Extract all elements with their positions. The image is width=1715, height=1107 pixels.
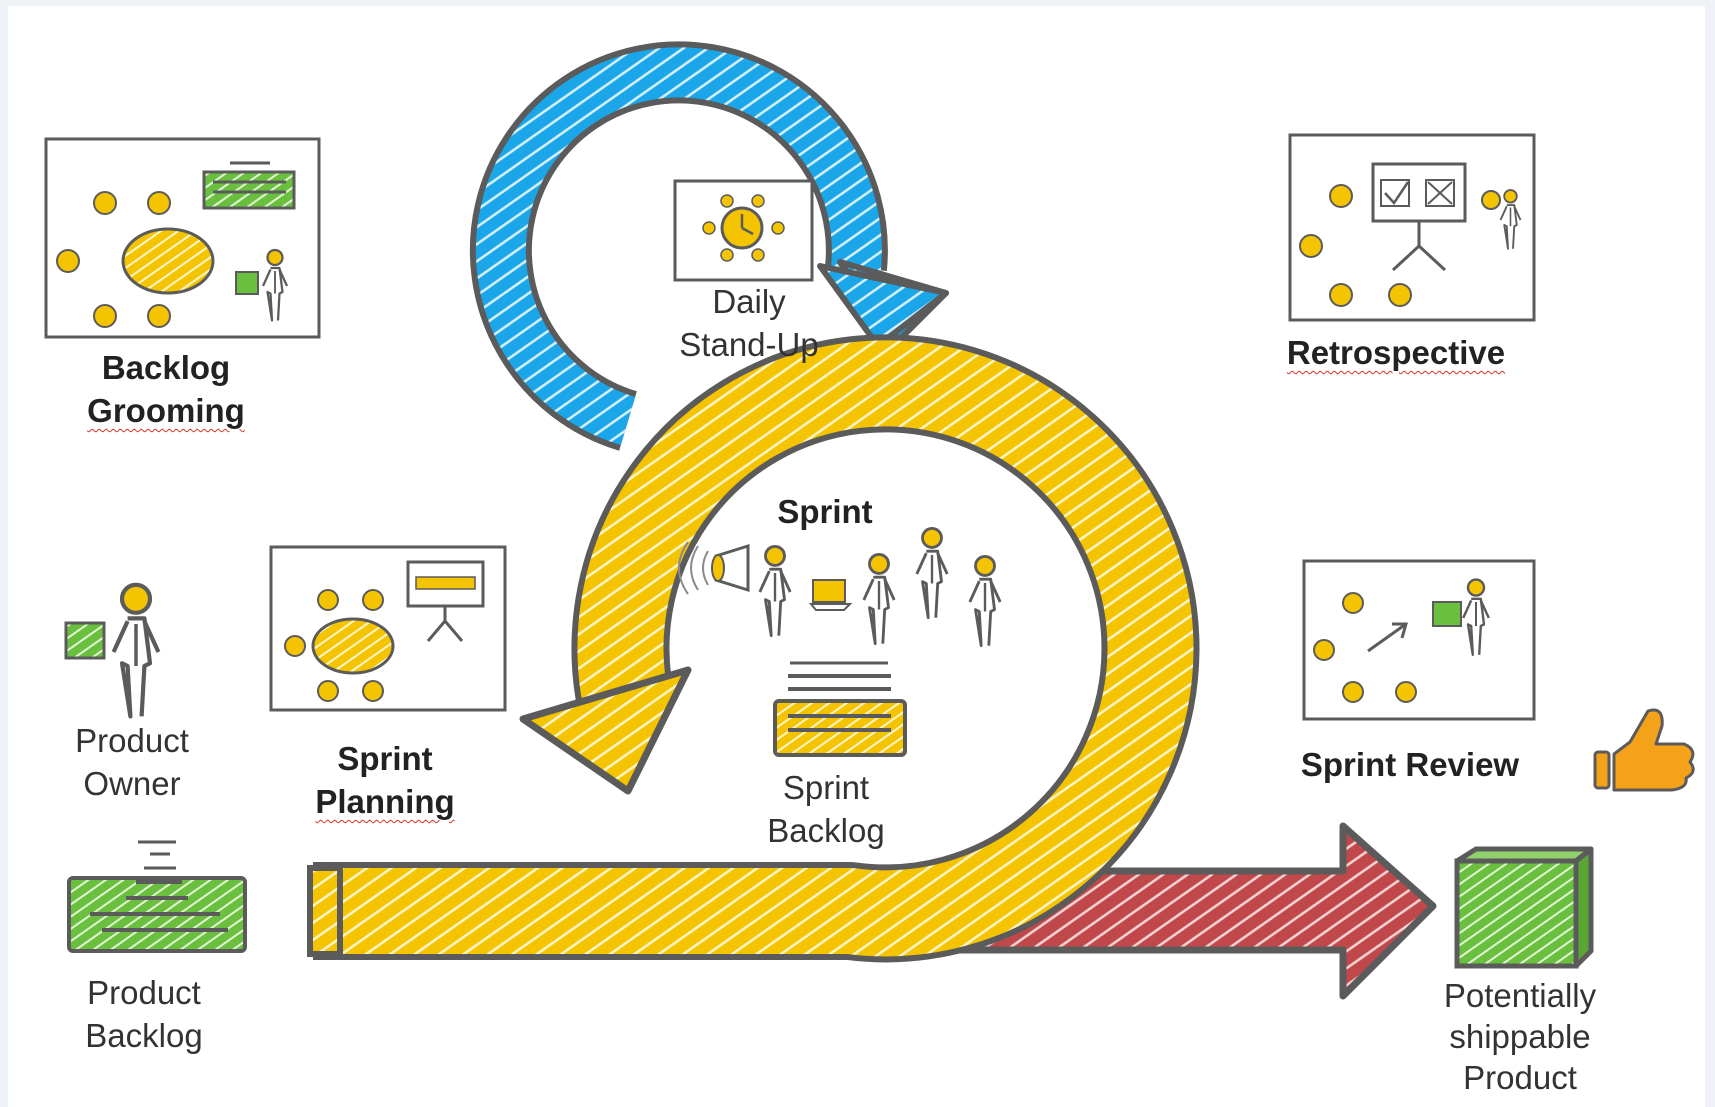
- product-backlog-label: Product Backlog: [85, 974, 203, 1054]
- backlog-grooming-label: Backlog Grooming: [87, 349, 245, 429]
- sprint-planning-illustration: [269, 545, 507, 712]
- sprint-label: Sprint: [777, 493, 873, 530]
- scrum-diagram: [44, 41, 1695, 1000]
- thumbs-up-icon: [1593, 708, 1695, 792]
- product-owner-label: Product Owner: [75, 722, 189, 802]
- retrospective-label: Retrospective: [1286, 334, 1506, 371]
- daily-standup-illustration: [673, 179, 814, 282]
- sprint-planning-label: Sprint Planning: [315, 740, 455, 820]
- potentially-shippable-product-label: Potentially shippable Product: [1443, 977, 1597, 1096]
- retrospective-illustration: [1288, 133, 1536, 322]
- sprint-review-label: Sprint Review: [1300, 746, 1520, 783]
- backlog-grooming-illustration: [44, 137, 321, 339]
- daily-standup-label: Daily Stand-Up: [679, 283, 819, 363]
- product-owner-illustration: [64, 585, 158, 717]
- sprint-review-illustration: [1302, 559, 1536, 721]
- sprint-backlog-label: Sprint Backlog: [767, 769, 885, 849]
- sprint-team-illustration: [678, 526, 1002, 648]
- sprint-loop-arrow: [307, 334, 1200, 963]
- product-backlog-illustration: [67, 840, 247, 953]
- sprint-backlog-illustration: [773, 661, 907, 757]
- scrum-process-canvas: Backlog Grooming Daily Stand-Up Retrospe…: [8, 6, 1705, 1107]
- daily-standup-arrow: [469, 41, 949, 451]
- shippable-product-box-icon: [1454, 846, 1594, 969]
